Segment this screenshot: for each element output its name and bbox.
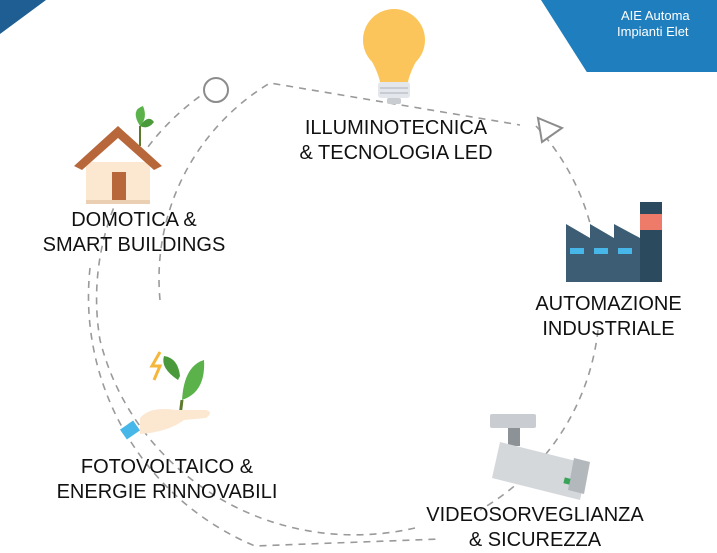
lightbulb-icon <box>363 9 425 104</box>
label-line: ENERGIE RINNOVABILI <box>56 481 278 503</box>
banner-line-2: Impianti Elet <box>617 24 689 39</box>
label-line: FOTOVOLTAICO & <box>80 456 254 478</box>
label-line: AUTOMAZIONE <box>535 293 682 315</box>
banner-line-1: AIE Automa <box>621 8 690 23</box>
house-icon <box>74 106 162 204</box>
label-domotica: DOMOTICA & SMART BUILDINGS <box>18 208 250 258</box>
label-illuminotecnica: ILLUMINOTECNICA & TECNOLOGIA LED <box>260 116 532 166</box>
security-camera-icon <box>490 414 590 500</box>
label-line: SMART BUILDINGS <box>42 234 226 256</box>
label-line: & TECNOLOGIA LED <box>299 142 493 164</box>
label-fotovoltaico: FOTOVOLTAICO & ENERGIE RINNOVABILI <box>6 455 328 505</box>
label-automazione: AUTOMAZIONE INDUSTRIALE <box>500 292 717 342</box>
label-line: & SICUREZZA <box>468 529 602 551</box>
label-videosorveglianza: VIDEOSORVEGLIANZA & SICUREZZA <box>376 503 694 553</box>
label-line: DOMOTICA & <box>71 209 197 231</box>
ring-node-triangle <box>536 116 565 144</box>
label-line: ILLUMINOTECNICA <box>304 117 488 139</box>
ring-node-circle <box>203 77 229 103</box>
plant-in-hand-icon <box>120 351 210 440</box>
label-line: VIDEOSORVEGLIANZA <box>426 504 644 526</box>
factory-icon <box>566 202 662 282</box>
label-line: INDUSTRIALE <box>542 318 675 340</box>
